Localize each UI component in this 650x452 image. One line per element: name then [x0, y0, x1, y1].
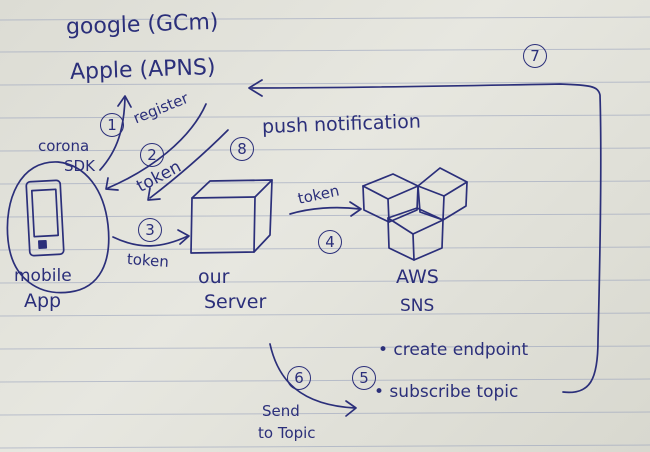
step-2-badge: 2 — [140, 143, 164, 167]
sns-label: SNS — [400, 296, 435, 316]
subscribe-topic-label: • subscribe topic — [374, 382, 519, 402]
send-label: Send — [262, 402, 300, 420]
step-1-badge: 1 — [100, 113, 124, 137]
apple-apns-label: Apple (APNS) — [69, 54, 216, 85]
register-arrow — [99, 97, 126, 171]
step-7-badge: 7 — [523, 44, 547, 68]
server-box — [190, 179, 273, 254]
token-to-server-label: token — [126, 250, 170, 271]
mobile-app-boundary — [6, 161, 110, 294]
phone-to-server-arrow — [112, 235, 189, 247]
phone-icon — [25, 179, 65, 257]
step-3-badge: 3 — [138, 218, 162, 242]
token-return-arrow — [107, 103, 207, 189]
to-topic-label: to Topic — [258, 424, 316, 442]
app-label: App — [24, 290, 62, 312]
step-4-badge: 4 — [318, 230, 342, 254]
corona-label: corona — [38, 137, 90, 155]
sdk-label: SDK — [64, 157, 95, 175]
mobile-label: mobile — [14, 266, 72, 286]
step-6-badge: 6 — [287, 366, 311, 390]
sns-to-apple-arrow — [251, 83, 602, 394]
aws-label: AWS — [396, 266, 439, 288]
server-label: Server — [204, 291, 267, 313]
push-notification-arrow — [149, 129, 229, 199]
create-endpoint-label: • create endpoint — [378, 340, 529, 360]
server-to-sns-arrow — [289, 206, 361, 215]
send-to-topic-arrow — [269, 343, 356, 409]
aws-sns-cubes-icon — [362, 167, 468, 261]
google-gcm-label: google (GCm) — [65, 9, 219, 40]
step-5-badge: 5 — [352, 366, 376, 390]
step-8-badge: 8 — [230, 137, 254, 161]
our-label: our — [198, 266, 230, 288]
